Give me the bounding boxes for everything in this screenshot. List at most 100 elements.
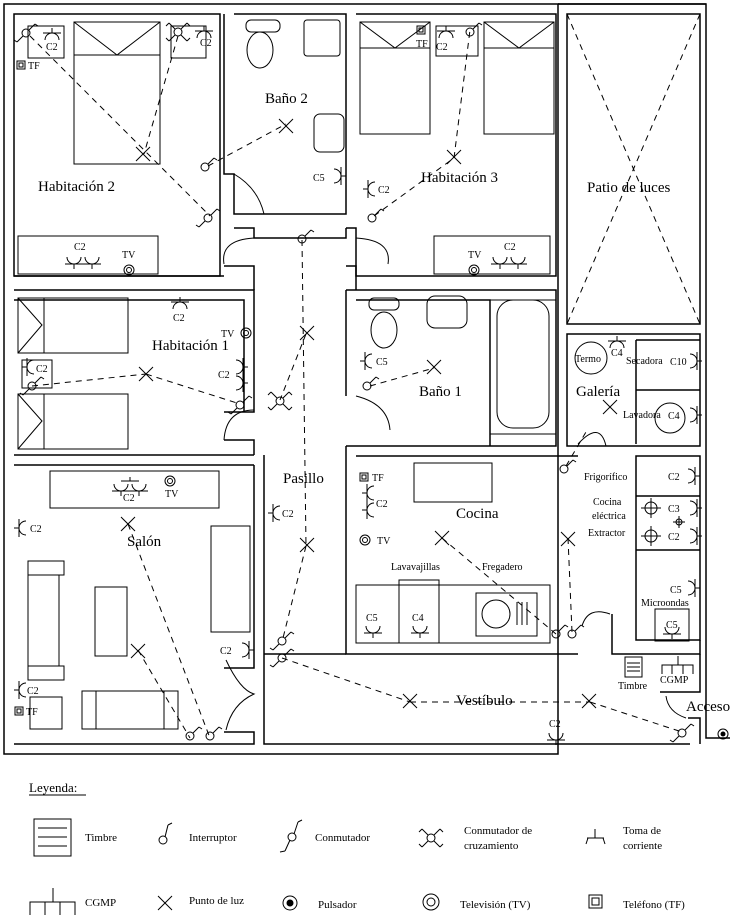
circuit-label: C2 xyxy=(378,185,390,196)
outlet-label: TF xyxy=(28,61,40,72)
legend-label: Timbre xyxy=(85,832,117,844)
doors xyxy=(223,173,687,731)
room-label-pasillo: Pasillo xyxy=(283,471,324,487)
telefono-icon xyxy=(14,706,24,716)
circuit-label: C2 xyxy=(27,686,39,697)
pulsador-icon xyxy=(717,728,729,740)
appliance-label-extractor: Extractor xyxy=(588,528,626,539)
toma-corriente-icon xyxy=(585,829,606,845)
outlet-label: TV xyxy=(122,250,136,261)
room-label-bano2: Baño 2 xyxy=(265,91,308,107)
legend-label: Conmutador xyxy=(315,832,370,844)
punto-luz-icon xyxy=(138,366,154,382)
outlet-label: TF xyxy=(416,39,428,50)
telefono-icon xyxy=(588,894,603,909)
outlet-label: TF xyxy=(372,473,384,484)
cgmp-icon xyxy=(661,656,694,674)
toma-corriente-icon xyxy=(363,625,383,639)
toma-corriente-icon xyxy=(607,335,627,349)
television-icon xyxy=(359,534,371,546)
circuit-label: C2 xyxy=(376,499,388,510)
circuit-label: C2 xyxy=(220,646,232,657)
toma-corriente-icon xyxy=(241,640,255,660)
pulsador-icon xyxy=(282,895,298,911)
circuit-label: C5 xyxy=(366,613,378,624)
circuit-label: C2 xyxy=(36,364,48,375)
punto-luz-icon xyxy=(446,149,462,165)
punto-luz-icon xyxy=(157,895,173,911)
outlet-label: TV xyxy=(468,250,482,261)
legend: Leyenda: Timbre Interruptor Conmutador xyxy=(29,780,685,915)
interruptor-icon xyxy=(297,229,315,244)
room-label-habitacion1: Habitación 1 xyxy=(152,338,229,354)
interruptor-icon xyxy=(567,624,585,639)
room-label-salon: Salón xyxy=(127,534,162,550)
legend-label: Conmutador de xyxy=(464,825,532,837)
punto-luz-icon xyxy=(402,693,418,709)
toma-corriente-icon xyxy=(13,518,27,538)
conmutador-cruzamiento-icon xyxy=(267,391,293,411)
conmutador-icon xyxy=(269,631,295,651)
legend-title: Leyenda: xyxy=(29,780,77,795)
circuit-label: C2 xyxy=(30,524,42,535)
toma-corriente-icon xyxy=(21,357,35,377)
outlet-label: TF xyxy=(26,707,38,718)
television-icon xyxy=(240,327,252,339)
toma-corriente-icon xyxy=(170,296,190,310)
outlet-label: TV xyxy=(165,489,179,500)
circuit-label: C5 xyxy=(376,357,388,368)
circuit-label: C2 xyxy=(668,532,680,543)
circuit-label: C4 xyxy=(668,411,680,422)
circuit-label: C10 xyxy=(670,357,687,368)
circuit-labels: C2 C2 TF C2 TV C5 TF C2 C2 TV C2 C2 TV C… xyxy=(26,38,687,730)
circuit-label: C2 xyxy=(504,242,516,253)
circuit-label: C2 xyxy=(123,493,135,504)
toma-corriente-icon xyxy=(359,351,373,371)
punto-luz-icon xyxy=(278,118,294,134)
timbre-icon xyxy=(624,656,643,678)
appliance-label-cocina-electrica: eléctrica xyxy=(592,511,626,522)
toma-corriente-icon xyxy=(362,179,376,199)
toma-corriente-icon xyxy=(490,256,510,270)
electrical-symbols xyxy=(13,22,729,746)
appliance-label-timbre: Timbre xyxy=(618,681,648,692)
conmutador-icon xyxy=(279,819,303,853)
room-labels: Habitación 2 Baño 2 Habitación 3 Patio d… xyxy=(38,91,730,715)
outer-walls xyxy=(3,3,730,755)
interruptor-icon xyxy=(158,822,173,845)
legend-label: Punto de luz xyxy=(189,895,244,907)
interior-walls xyxy=(14,13,701,745)
appliance-label-cocina-electrica: Cocina xyxy=(593,497,622,508)
appliance-label-lavadora: Lavadora xyxy=(623,410,661,421)
toma-corriente-icon xyxy=(235,357,249,377)
appliance-label-frigorifico: Frigorífico xyxy=(584,472,627,483)
legend-label: Televisión (TV) xyxy=(460,899,531,911)
circuit-label: C2 xyxy=(218,370,230,381)
television-icon xyxy=(422,893,440,911)
room-label-galeria: Galería xyxy=(576,384,620,400)
conmutador-icon xyxy=(195,208,221,228)
appliance-label-fregadero: Fregadero xyxy=(482,562,523,573)
interruptor-icon xyxy=(465,22,483,37)
appliance-label-lavavajillas: Lavavajillas xyxy=(391,562,440,573)
toma-corriente-icon xyxy=(333,166,347,186)
legend-label: CGMP xyxy=(85,897,116,909)
toma-corriente-icon xyxy=(361,483,375,503)
telefono-icon xyxy=(16,60,26,70)
television-icon xyxy=(164,475,176,487)
conmutador-icon xyxy=(669,723,695,743)
conmutador-icon xyxy=(13,23,39,43)
interruptor-icon xyxy=(200,157,218,172)
toma-corriente-icon xyxy=(64,256,84,270)
circuit-label: C3 xyxy=(668,504,680,515)
conmutador-cruzamiento-icon xyxy=(418,828,444,848)
interruptor-icon xyxy=(551,624,569,639)
toma-corriente-icon xyxy=(13,680,27,700)
toma-corriente-icon xyxy=(82,256,102,270)
punto-luz-icon xyxy=(434,530,450,546)
punto-luz-icon xyxy=(299,325,315,341)
circuit-label: C2 xyxy=(282,509,294,520)
room-label-cocina: Cocina xyxy=(456,506,499,522)
appliance-label-termo: Termo xyxy=(575,354,601,365)
